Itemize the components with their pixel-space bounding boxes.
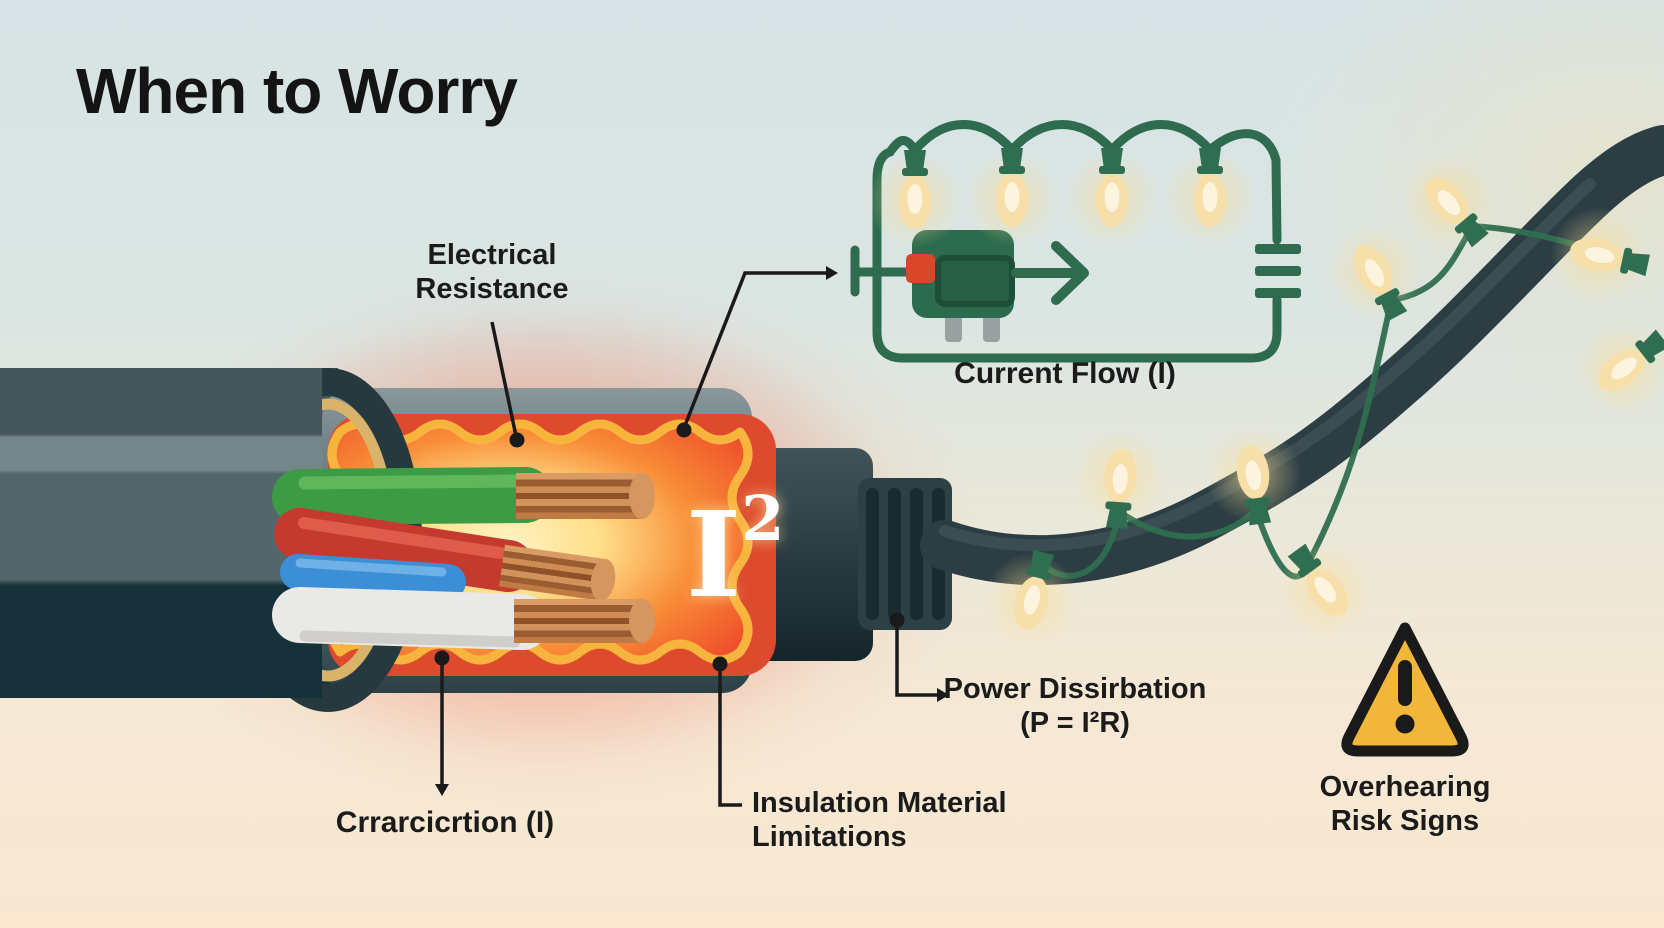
callout-line-currentflow	[682, 271, 832, 429]
label-electrical-resistance: Electrical Resistance	[415, 239, 569, 306]
label-overheating-line1: Overhearing	[1319, 771, 1491, 803]
i-squared-sup: 2	[741, 482, 785, 555]
warning-triangle-icon	[1341, 622, 1469, 757]
battery-icon	[1255, 244, 1301, 298]
wire-blue	[280, 554, 466, 600]
page-title: When to Worry	[76, 55, 518, 127]
label-power-line2: (P = I²R)	[1020, 707, 1130, 740]
callout-line-resistance	[490, 321, 518, 437]
callout-dot	[676, 422, 692, 438]
label-insulation-line1: Insulation Material	[752, 787, 1007, 819]
label-insulation: Insulation Material Limitations	[752, 786, 1072, 854]
label-current-garbled: Crrarcicrtion (I)	[335, 806, 555, 839]
callout-line-insulation	[718, 666, 742, 807]
wire-green	[272, 467, 655, 525]
callout-dot	[889, 612, 905, 628]
wires	[272, 467, 655, 650]
callout-lines	[434, 266, 949, 807]
string-lights-icon	[920, 125, 1664, 660]
i-squared-symbol: I2	[686, 488, 784, 614]
callout-dot	[509, 432, 525, 448]
callout-line-power	[895, 622, 942, 697]
label-overheating-risk: Overhearing Risk Signs	[1290, 770, 1520, 838]
copper-strands-icon	[516, 473, 655, 519]
label-insulation-line2: Limitations	[752, 821, 907, 854]
wire-red	[274, 508, 616, 601]
copper-strands-icon	[514, 599, 655, 643]
label-current-flow: Current Flow (I)	[954, 357, 1176, 390]
label-power-dissipation: Power Dissirbation (P = I²R)	[930, 672, 1220, 740]
current-arrow-icon	[1011, 241, 1089, 305]
circuit-loop-icon	[850, 120, 1301, 363]
wire-white	[272, 587, 655, 650]
callout-dot	[712, 656, 728, 672]
copper-strands-icon	[499, 544, 616, 601]
label-power-line1: Power Dissirbation	[943, 673, 1207, 705]
i-squared-base: I	[686, 485, 742, 624]
circuit-plug-icon	[906, 230, 1015, 342]
label-overheating-line2: Risk Signs	[1330, 805, 1480, 838]
callout-dot	[434, 650, 450, 666]
